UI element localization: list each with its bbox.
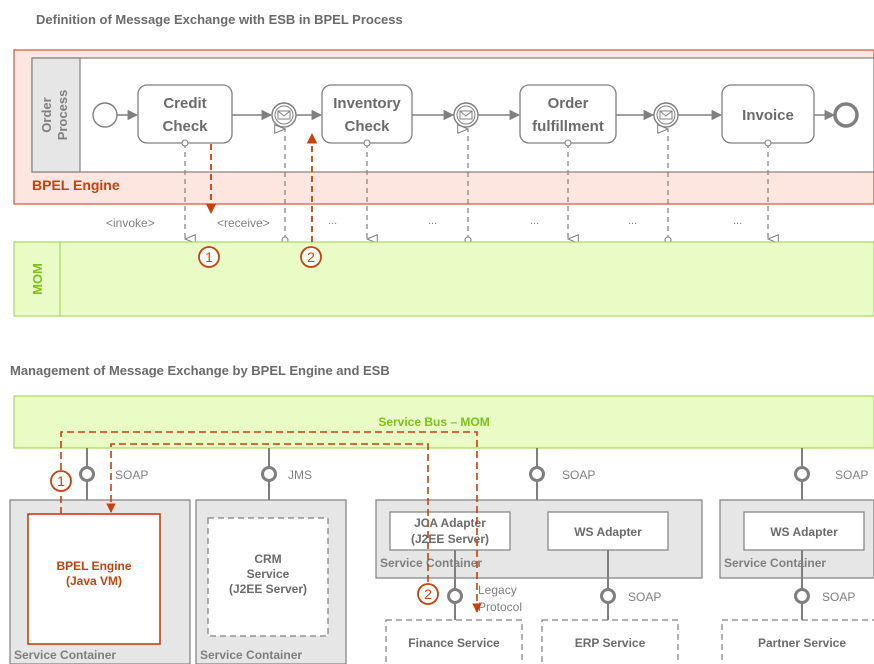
msg-label-ellipsis-2: ...	[428, 215, 437, 227]
task-credit-check-l2: Check	[162, 118, 208, 135]
pool-header	[31, 57, 81, 173]
bpel-engine-box-l1: BPEL Engine	[56, 559, 131, 573]
top-title: Definition of Message Exchange with ESB …	[36, 12, 403, 27]
protocol-soap-5: SOAP	[822, 590, 855, 604]
protocol-jms: JMS	[288, 468, 312, 482]
task-inventory-check: Inventory Check	[321, 84, 413, 144]
pool-label-1: Order	[39, 97, 54, 132]
start-event	[92, 102, 118, 128]
message-flows-up	[285, 129, 668, 240]
ws-adapter-box-1	[547, 511, 669, 551]
crm-service-box	[207, 517, 329, 637]
bpel-engine-box	[27, 513, 161, 645]
protocol-soap-2: SOAP	[562, 468, 595, 482]
red-route-1	[60, 431, 482, 613]
crm-service-l2: Service	[247, 567, 290, 581]
red-route-2	[106, 443, 429, 604]
mom-label: MOM	[30, 263, 45, 295]
bpel-engine-label: BPEL Engine	[32, 177, 120, 193]
service-container-4-label: Service Container	[724, 556, 826, 570]
marker-1-top: 1	[198, 246, 220, 268]
service-bus-label: Service Bus – MOM	[378, 415, 489, 429]
ws-adapter-2-label: WS Adapter	[770, 525, 838, 539]
task-credit-check-l1: Credit	[163, 95, 206, 112]
task-order-fulfillment-l1: Order	[548, 95, 589, 112]
protocol-soap-1: SOAP	[115, 468, 148, 482]
bottom-title: Management of Message Exchange by BPEL E…	[10, 363, 390, 378]
protocol-soap-4: SOAP	[628, 590, 661, 604]
pool-label-2: Process	[55, 90, 70, 141]
marker-1-top-label: 1	[205, 249, 213, 265]
msg-label-ellipsis-4: ...	[628, 215, 637, 227]
finance-service-label: Finance Service	[408, 636, 500, 650]
ws-adapter-box-2	[743, 511, 865, 551]
legacy-protocol-l1: Legacy	[478, 583, 517, 597]
partner-service-box: Partner Service	[721, 619, 874, 664]
msg-label-ellipsis-1: ...	[328, 215, 337, 227]
service-container-2-label: Service Container	[200, 648, 302, 662]
service-container-3-label: Service Container	[380, 556, 482, 570]
task-order-fulfillment: Order fulfillment	[519, 84, 617, 144]
marker-1-bottom-label: 1	[57, 473, 65, 489]
erp-service-label: ERP Service	[575, 636, 646, 650]
marker-2-top-label: 2	[307, 249, 315, 265]
msg-label-ellipsis-5: ...	[733, 215, 742, 227]
end-event	[833, 102, 859, 128]
message-flows-down	[185, 143, 768, 239]
task-inventory-check-l2: Check	[344, 118, 390, 135]
task-order-fulfillment-l2: fulfillment	[532, 118, 604, 135]
bus-interfaces	[79, 448, 810, 500]
erp-service-box: ERP Service	[541, 619, 679, 664]
mom-band	[13, 241, 874, 317]
bpel-engine-box-l2: (Java VM)	[66, 574, 122, 588]
marker-1-bottom: 1	[50, 470, 72, 492]
jca-adapter-l2: (J2EE Server)	[411, 532, 489, 546]
task-inventory-check-l1: Inventory	[333, 95, 401, 112]
message-event-1	[271, 102, 297, 128]
msg-label-receive: <receive>	[217, 216, 270, 230]
msg-label-ellipsis-3: ...	[530, 215, 539, 227]
lower-interfaces	[447, 550, 810, 620]
marker-2-bottom: 2	[417, 583, 439, 605]
service-bus	[13, 395, 874, 449]
jca-adapter-l1: JCA Adapter	[414, 516, 486, 530]
marker-2-bottom-label: 2	[424, 586, 432, 602]
partner-service-label: Partner Service	[758, 636, 846, 650]
task-credit-check: Credit Check	[137, 84, 233, 144]
task-invoice-l1: Invoice	[742, 107, 794, 124]
crm-service-l3: (J2EE Server)	[229, 582, 307, 596]
crm-service-l1: CRM	[254, 552, 281, 566]
msg-label-invoke: <invoke>	[106, 216, 155, 230]
legacy-protocol-l2: Protocol	[478, 600, 522, 614]
marker-2-top: 2	[300, 246, 322, 268]
jca-adapter-box	[389, 511, 511, 551]
ws-adapter-1-label: WS Adapter	[574, 525, 642, 539]
protocol-soap-3: SOAP	[835, 468, 868, 482]
service-container-1-label: Service Container	[14, 648, 116, 662]
message-flow-origins	[181, 139, 772, 147]
finance-service-box: Finance Service	[385, 619, 523, 664]
message-event-2	[453, 102, 479, 128]
task-invoice: Invoice	[721, 84, 815, 144]
message-event-3	[653, 102, 679, 128]
